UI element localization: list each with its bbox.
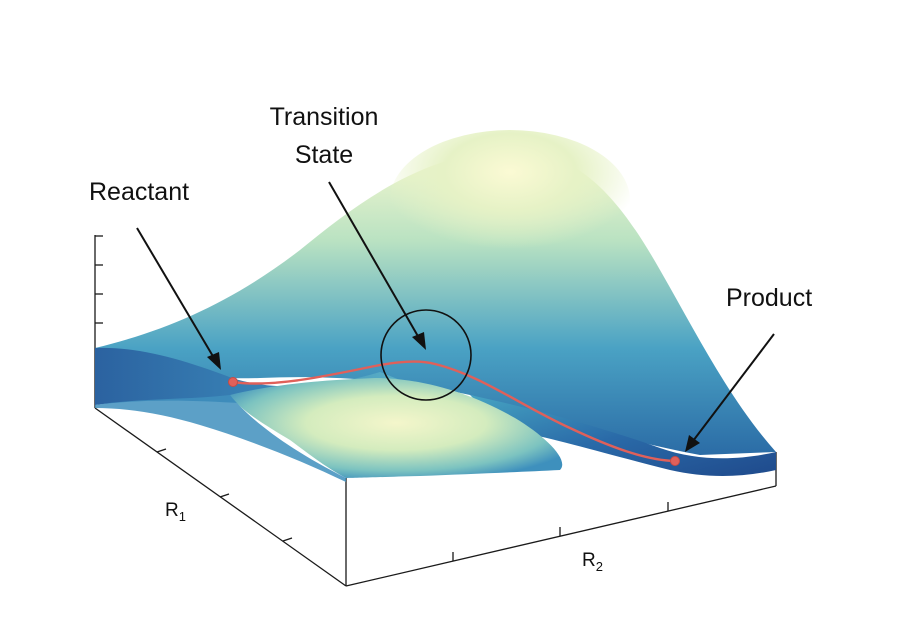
r2-axis-subscript: 2 [596,559,603,574]
r1-axis-main: R [165,500,179,521]
transition-arrow [328,181,420,339]
energy-surface [95,130,776,482]
r1-axis-ticks [156,448,293,542]
product-arrow [692,333,775,442]
r2-axis-ticks [452,502,669,561]
transition-label-line2: State [295,141,353,169]
reaction-path [232,360,676,463]
surface-front-basin [230,378,563,478]
annotation-arrows [136,181,775,452]
transition-state-circle [380,309,472,401]
surface-front-lip [95,395,346,482]
transition-arrowhead [412,332,426,350]
reactant-arrowhead [207,352,221,370]
r1-axis-subscript: 1 [179,509,186,524]
product-arrowhead [685,435,700,452]
product-label: Product [726,284,812,312]
r1-axis-label: R1 [165,500,186,524]
transition-label-line1: Transition [270,103,379,131]
r2-axis-label: R2 [582,550,603,574]
product-point [670,456,680,466]
reactant-point [228,377,238,387]
r2-axis-main: R [582,550,596,571]
reactant-arrow [136,227,215,359]
surface-peak-highlight [390,130,630,270]
reactant-label: Reactant [89,178,189,206]
